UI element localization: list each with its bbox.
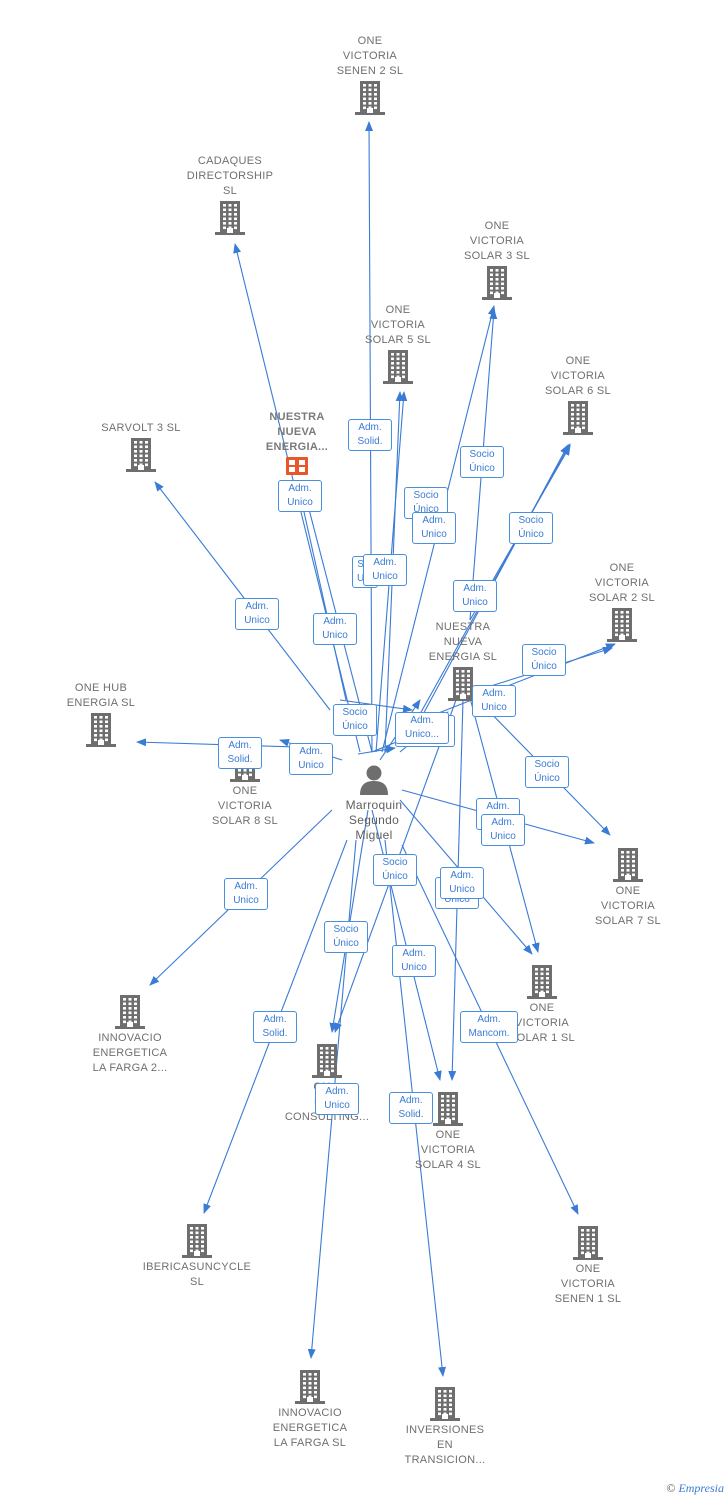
- edge-role-label[interactable]: Adm. Unico: [453, 580, 497, 612]
- company-label[interactable]: ONE VICTORIA SENEN 1 SL: [554, 1263, 622, 1305]
- edge-role-label[interactable]: Adm. Unico: [235, 598, 279, 630]
- company-node-senen1[interactable]: ONE VICTORIA SENEN 1 SL: [528, 1224, 648, 1307]
- company-node-inversiones[interactable]: INVERSIONES EN TRANSICION...: [385, 1385, 505, 1468]
- building-icon: [482, 266, 512, 300]
- building-icon: [448, 667, 478, 701]
- company-label[interactable]: INNOVACIO ENERGETICA LA FARGA SL: [272, 1407, 348, 1449]
- building-icon: [430, 1387, 460, 1421]
- building-icon: [563, 401, 593, 435]
- edge-role-label[interactable]: Adm. Unico: [315, 1083, 359, 1115]
- building-icon: [182, 1224, 212, 1258]
- company-label[interactable]: CADAQUES DIRECTORSHIP SL: [186, 155, 274, 197]
- edge-role-label[interactable]: Socio Único: [509, 512, 553, 544]
- building-icon: [215, 201, 245, 235]
- building-icon: [573, 1226, 603, 1260]
- edge-line-6: [298, 493, 347, 701]
- company-node-solar3[interactable]: ONE VICTORIA SOLAR 3 SL: [437, 219, 557, 302]
- company-label[interactable]: ONE VICTORIA SOLAR 6 SL: [545, 355, 611, 397]
- company-node-cadaques[interactable]: CADAQUES DIRECTORSHIP SL: [170, 154, 290, 237]
- company-label[interactable]: INNOVACIO ENERGETICA LA FARGA 2...: [92, 1032, 168, 1074]
- company-label[interactable]: ONE VICTORIA SOLAR 1 SL: [509, 1002, 575, 1044]
- building-icon: [86, 713, 116, 747]
- building-icon: [433, 1092, 463, 1126]
- edge-role-label[interactable]: Adm. Solid.: [253, 1011, 297, 1043]
- edge-role-label[interactable]: Socio Único: [522, 644, 566, 676]
- company-node-farga2[interactable]: INNOVACIO ENERGETICA LA FARGA 2...: [70, 993, 190, 1076]
- company-label[interactable]: NUESTRA NUEVA ENERGIA SL: [428, 621, 498, 663]
- edge-role-label[interactable]: Socio Único: [460, 446, 504, 478]
- edge-role-label[interactable]: Socio Único: [373, 854, 417, 886]
- edge-role-label[interactable]: Socio Único: [525, 756, 569, 788]
- person-node[interactable]: Marroquin Segundo Miguel: [314, 762, 434, 843]
- company-node-hub[interactable]: ONE HUB ENERGIA SL: [41, 681, 161, 749]
- company-label[interactable]: ONE VICTORIA SOLAR 3 SL: [464, 220, 530, 262]
- edge-role-label[interactable]: Adm. Unico: [224, 878, 268, 910]
- copyright-symbol: ©: [666, 1481, 676, 1495]
- brand-name: Empresia: [678, 1481, 724, 1495]
- edge-line-5: [154, 481, 331, 711]
- person-name-label[interactable]: Marroquin Segundo Miguel: [345, 798, 403, 842]
- building-icon: [613, 848, 643, 882]
- company-label[interactable]: INVERSIONES EN TRANSICION...: [404, 1424, 486, 1466]
- company-label[interactable]: ONE VICTORIA SOLAR 8 SL: [212, 785, 278, 827]
- building-icon: [295, 1370, 325, 1404]
- building-icon: [286, 457, 308, 475]
- company-label[interactable]: IBERICASUNCYCLE SL: [142, 1261, 252, 1288]
- company-label[interactable]: ONE VICTORIA SOLAR 5 SL: [365, 304, 431, 346]
- company-label[interactable]: ONE VICTORIA SENEN 2 SL: [336, 35, 404, 77]
- company-label[interactable]: ONE HUB ENERGIA SL: [66, 682, 136, 709]
- company-node-senen2[interactable]: ONE VICTORIA SENEN 2 SL: [310, 34, 430, 117]
- company-node-sarvolt[interactable]: SARVOLT 3 SL: [81, 421, 201, 474]
- edge-role-label[interactable]: Adm. Unico...: [395, 712, 449, 744]
- building-icon: [383, 350, 413, 384]
- edge-role-label[interactable]: Adm. Unico: [472, 685, 516, 717]
- company-node-solar7[interactable]: ONE VICTORIA SOLAR 7 SL: [568, 846, 688, 929]
- company-label[interactable]: ONE VICTORIA SOLAR 2 SL: [589, 562, 655, 604]
- company-label[interactable]: SARVOLT 3 SL: [101, 422, 181, 434]
- company-node-nne[interactable]: NUESTRA NUEVA ENERGIA SL: [403, 620, 523, 703]
- building-icon: [115, 995, 145, 1029]
- company-label[interactable]: NUESTRA NUEVA ENERGIA...: [265, 411, 329, 453]
- edge-line-18: [357, 745, 396, 755]
- building-icon: [527, 965, 557, 999]
- company-node-solar5[interactable]: ONE VICTORIA SOLAR 5 SL: [338, 303, 458, 386]
- company-label[interactable]: ONE VICTORIA SOLAR 7 SL: [595, 885, 661, 927]
- building-icon: [607, 608, 637, 642]
- company-node-solar6[interactable]: ONE VICTORIA SOLAR 6 SL: [518, 354, 638, 437]
- edge-role-label[interactable]: Adm. Solid.: [389, 1092, 433, 1124]
- company-node-solar4[interactable]: ONE VICTORIA SOLAR 4 SL: [388, 1090, 508, 1173]
- edge-role-label[interactable]: Adm. Unico: [412, 512, 456, 544]
- edge-role-label[interactable]: Adm. Solid.: [218, 737, 262, 769]
- company-node-ibericasun[interactable]: IBERICASUNCYCLE SL: [137, 1222, 257, 1290]
- edge-role-label[interactable]: Socio Único: [333, 704, 377, 736]
- company-node-solar1[interactable]: ONE VICTORIA SOLAR 1 SL: [482, 963, 602, 1046]
- edge-role-label[interactable]: Adm. Unico: [440, 867, 484, 899]
- edge-role-label[interactable]: Adm. Unico: [392, 945, 436, 977]
- company-label[interactable]: ONE VICTORIA SOLAR 4 SL: [415, 1129, 481, 1171]
- company-node-farga[interactable]: INNOVACIO ENERGETICA LA FARGA SL: [250, 1368, 370, 1451]
- person-icon: [360, 765, 388, 795]
- edge-role-label[interactable]: Adm. Unico: [481, 814, 525, 846]
- edge-role-label[interactable]: Adm. Unico: [313, 613, 357, 645]
- building-icon: [355, 81, 385, 115]
- company-node-solar2[interactable]: ONE VICTORIA SOLAR 2 SL: [562, 561, 682, 644]
- company-node-nnegroup[interactable]: NUESTRA NUEVA ENERGIA...: [237, 410, 357, 477]
- edge-role-label[interactable]: Adm. Solid.: [348, 419, 392, 451]
- edge-role-label[interactable]: Adm. Unico: [289, 743, 333, 775]
- building-icon: [126, 438, 156, 472]
- building-icon: [312, 1044, 342, 1078]
- edge-role-label[interactable]: Adm. Unico: [278, 480, 322, 512]
- edge-role-label[interactable]: Adm. Mancom.: [460, 1011, 518, 1043]
- footer-brand[interactable]: ©Empresia: [666, 1481, 724, 1496]
- edge-role-label[interactable]: Adm. Unico: [363, 554, 407, 586]
- edge-role-label[interactable]: Socio Único: [324, 921, 368, 953]
